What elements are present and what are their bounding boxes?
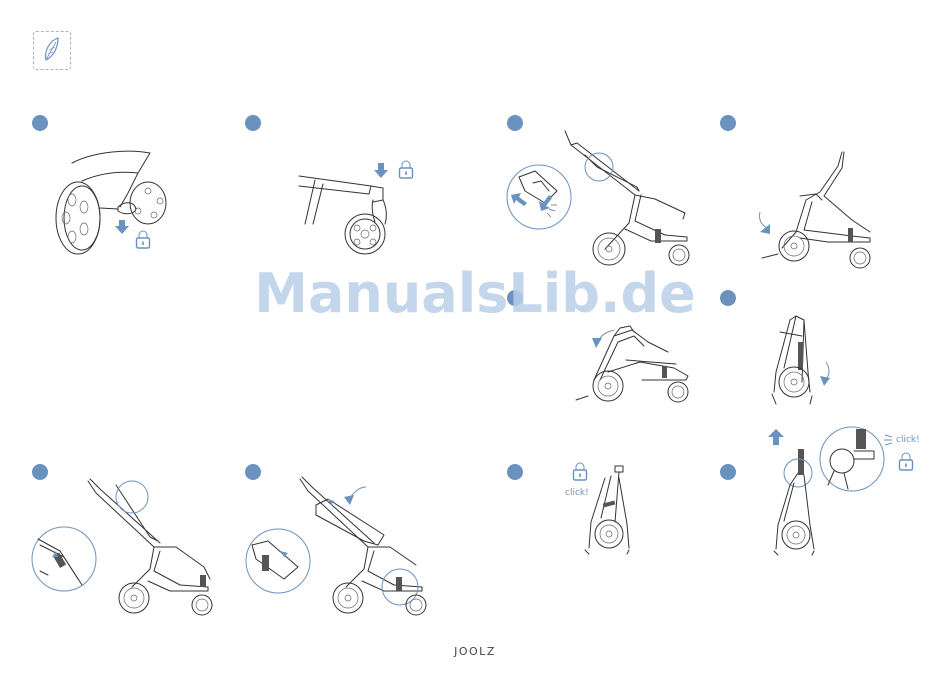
lock-icon — [898, 451, 914, 471]
step-dot-4 — [720, 115, 736, 131]
watermark: ManualsLib.de — [0, 262, 950, 325]
illustration-detail-click — [818, 425, 888, 495]
illustration-fold-forward — [570, 320, 700, 410]
logo-badge — [33, 31, 71, 70]
illustration-rear-wheel-brake — [50, 145, 180, 260]
illustration-fold-handle — [752, 148, 882, 273]
step-dot-9 — [507, 464, 523, 480]
illustration-fold-release — [505, 125, 700, 275]
brand-footer: JOOLZ — [0, 645, 950, 658]
illustration-handle-release — [30, 475, 220, 620]
logo-leaf-icon — [34, 32, 70, 69]
lock-icon — [572, 461, 588, 481]
click-label: click! — [565, 488, 589, 498]
illustration-seat-lock — [244, 475, 434, 620]
step-dot-2 — [245, 115, 261, 131]
click-label: click! — [896, 435, 920, 445]
illustration-folded-upright — [760, 312, 840, 412]
click-sound-lines — [883, 431, 895, 447]
step-dot-1 — [32, 115, 48, 131]
step-dot-10 — [720, 464, 736, 480]
lock-icon — [398, 159, 414, 179]
lock-icon — [135, 229, 151, 249]
